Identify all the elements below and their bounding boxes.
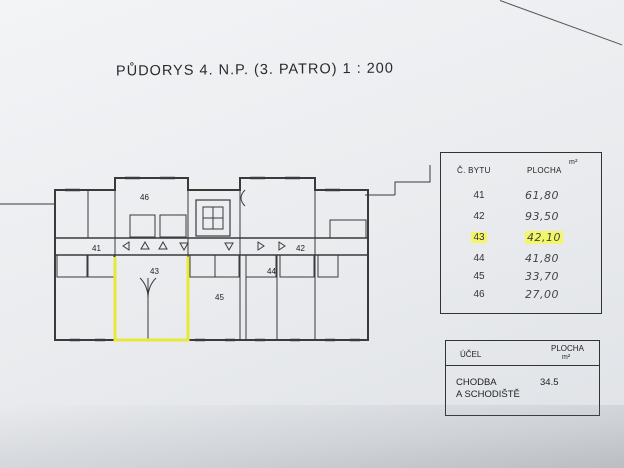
row-number: 46: [473, 289, 485, 300]
col-header-area: PLOCHA: [551, 344, 584, 353]
row-area: 93,50: [525, 210, 559, 223]
purpose-table-divider: [446, 365, 599, 366]
row-number-43: 43: [471, 232, 487, 243]
row-number-highlighted: 43: [469, 232, 489, 243]
plan-label-42: 42: [296, 244, 305, 253]
unit-43-highlight: [113, 257, 190, 342]
apartments-table: Č. BYTU PLOCHA m² 41 61,80 42 93,50 43 4…: [440, 152, 602, 314]
building-outline: [54, 177, 369, 341]
row-number: 44: [473, 253, 485, 264]
row-number: 41: [473, 190, 485, 201]
purpose-table: ÚČEL PLOCHA m² CHODBA A SCHODIŠTĚ 34.5: [445, 340, 600, 416]
purpose-line-2: A SCHODIŠTĚ: [456, 389, 520, 400]
row-area: 33,70: [525, 270, 559, 283]
plan-label-45: 45: [215, 293, 224, 302]
floor-plan: 46 41 42 43 44 45: [0, 165, 431, 342]
purpose-area: 34.5: [540, 377, 559, 388]
col-header-area-unit: m²: [569, 159, 578, 166]
row-area-highlighted: 42,10: [525, 231, 575, 244]
row-area: 27,00: [525, 288, 559, 301]
plan-label-46: 46: [140, 193, 149, 202]
plan-label-44: 44: [267, 267, 276, 276]
col-header-area: PLOCHA: [527, 166, 562, 175]
plan-label-43: 43: [150, 267, 159, 276]
row-area: 41,80: [525, 252, 559, 265]
purpose-line-1: CHODBA: [456, 377, 497, 388]
row-number: 42: [473, 211, 485, 222]
col-header-area-unit: m²: [562, 354, 571, 361]
plan-label-41: 41: [92, 244, 101, 253]
row-number: 45: [473, 271, 485, 282]
col-header-number: Č. BYTU: [457, 166, 491, 175]
page-title: PŮDORYS 4. N.P. (3. PATRO) 1 : 200: [115, 60, 394, 80]
col-header-purpose: ÚČEL: [460, 350, 482, 359]
paper-fold-shadow: [0, 405, 624, 468]
row-area-43: 42,10: [525, 231, 563, 244]
row-area: 61,80: [525, 189, 559, 202]
